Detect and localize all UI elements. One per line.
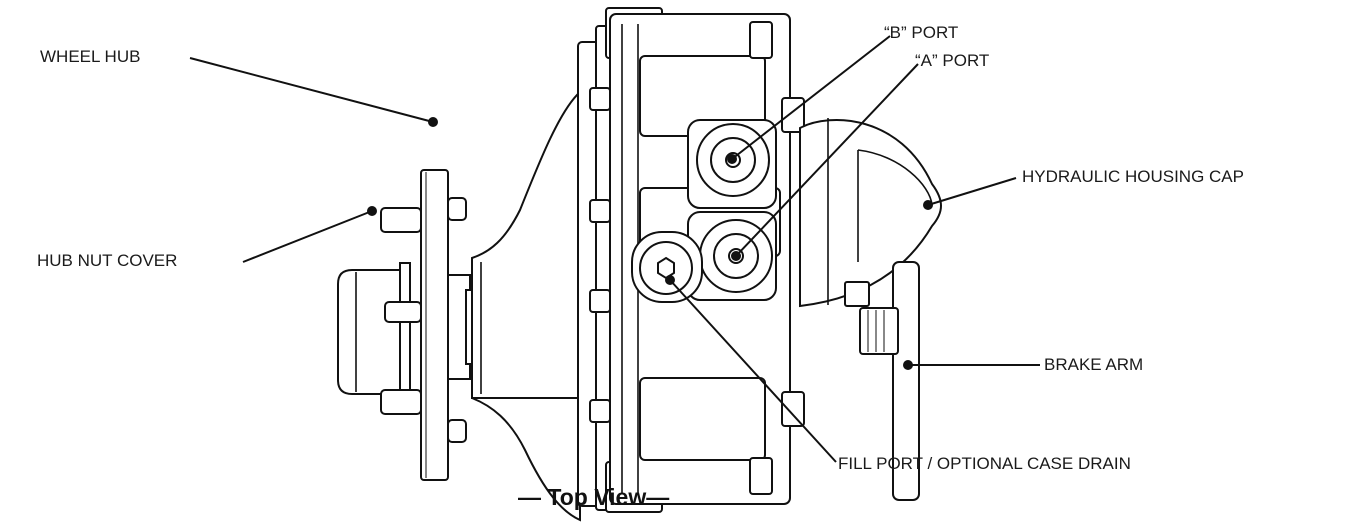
- leader-dot: [367, 206, 377, 216]
- brake-arm-part: [844, 261, 920, 501]
- leader-dot: [428, 117, 438, 127]
- bell-housing: [471, 89, 581, 522]
- fill-port-fitting: [631, 231, 703, 303]
- label-fill-port: FILL PORT / OPTIONAL CASE DRAIN: [838, 454, 1131, 473]
- leader-dot: [665, 275, 675, 285]
- label-hydraulic-housing-cap: HYDRAULIC HOUSING CAP: [1022, 167, 1244, 186]
- label-hub-nut-cover: HUB NUT COVER: [37, 251, 177, 270]
- wheel-studs: [380, 197, 467, 443]
- hub-nut-cover-part: [337, 262, 411, 402]
- label-wheel-hub: WHEEL HUB: [40, 47, 140, 66]
- caption-top-view: — Top View—: [518, 484, 669, 510]
- leader-dot: [731, 251, 741, 261]
- label-b-port: “B” PORT: [884, 23, 958, 42]
- label-a-port: “A” PORT: [915, 51, 989, 70]
- leader-lines: [189, 35, 1040, 463]
- leader-dot: [923, 200, 933, 210]
- label-brake-arm: BRAKE ARM: [1044, 355, 1143, 374]
- leader-dot: [903, 360, 913, 370]
- leader-dot: [727, 154, 737, 164]
- wheel-hub-flange: [420, 169, 449, 481]
